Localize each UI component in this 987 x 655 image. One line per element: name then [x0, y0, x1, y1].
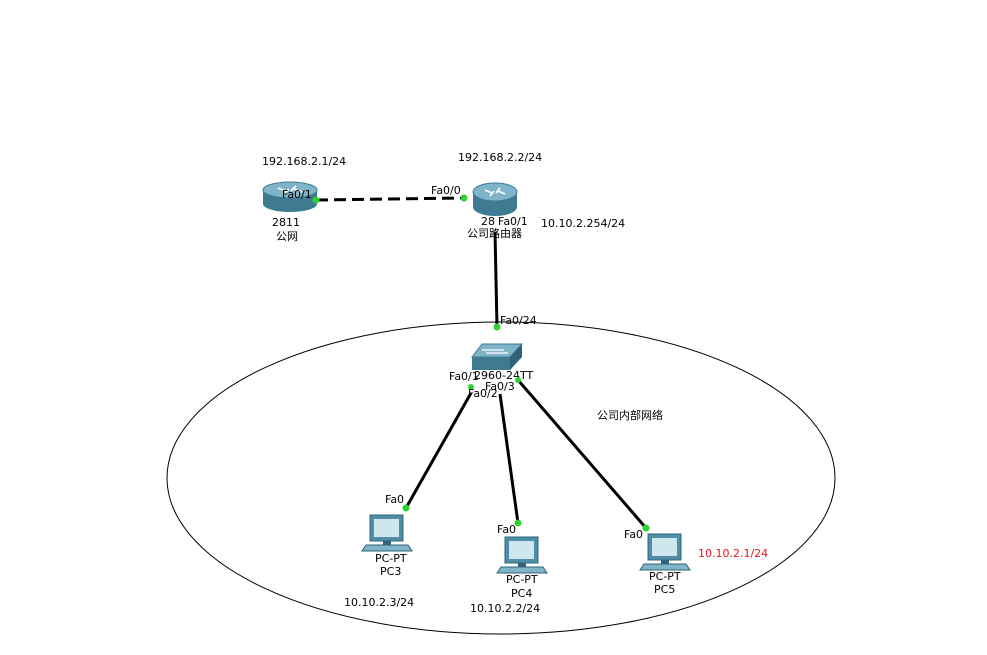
port-label: Fa0 [385, 493, 404, 506]
pc5[interactable]: PC-PT PC5 [639, 533, 691, 596]
port-label: Fa0 [497, 523, 516, 536]
router-company-name: 公司路由器 [467, 226, 522, 240]
port-status-dot [493, 323, 501, 331]
switch-icon [470, 343, 524, 370]
pc4[interactable]: PC-PT PC4 [496, 536, 548, 600]
link-switch-to-pc3[interactable] [404, 392, 473, 509]
pc3-type: PC-PT [375, 552, 407, 565]
pc5-type: PC-PT [649, 570, 681, 583]
pc-icon [361, 514, 413, 552]
router-public[interactable]: 2811 公网 [262, 181, 318, 243]
port-status-dot [402, 504, 410, 512]
ip-label: 10.10.2.254/24 [541, 217, 625, 230]
port-label: Fa0/24 [500, 314, 537, 327]
zone-label: 公司内部网络 [597, 408, 663, 422]
router-icon [262, 181, 318, 212]
link-public-to-company-router[interactable] [315, 196, 465, 202]
link-router-to-switch[interactable] [493, 231, 499, 328]
switch-2960[interactable]: 2960-24TT [470, 343, 533, 382]
router-public-model: 2811 [272, 216, 300, 229]
port-status-dot [468, 384, 474, 390]
port-label: Fa0/2 [468, 387, 498, 400]
pc-icon [496, 536, 548, 574]
port-label: Fa0/1 [282, 188, 312, 201]
port-label: Fa0/1 [449, 370, 479, 383]
port-label: Fa0/1 [498, 215, 528, 228]
port-label: Fa0/0 [431, 184, 461, 197]
port-status-dot [514, 519, 522, 527]
port-status-dot [515, 377, 521, 383]
port-status-dot [312, 196, 320, 204]
port-label: Fa0 [624, 528, 643, 541]
ip-label: 192.168.2.2/24 [458, 151, 542, 164]
port-status-dot [460, 194, 468, 202]
pc5-name: PC5 [654, 583, 675, 596]
ip-label: 10.10.2.2/24 [470, 602, 540, 615]
port-label: Fa0/3 [485, 380, 515, 393]
router-company-model: 28 [481, 215, 495, 228]
pc3[interactable]: PC-PT PC3 [361, 514, 413, 578]
internal-network-zone [166, 321, 836, 635]
router-icon [472, 182, 518, 216]
pc-icon [639, 533, 691, 571]
link-switch-to-pc4[interactable] [498, 393, 520, 524]
link-switch-to-pc5[interactable] [516, 379, 648, 529]
router-public-name: 公网 [276, 230, 298, 243]
pc4-type: PC-PT [506, 573, 538, 586]
ip-label: 10.10.2.1/24 [698, 547, 768, 560]
router-company[interactable]: 28 公司路由器 [467, 182, 522, 240]
ip-label: 192.168.2.1/24 [262, 155, 346, 168]
pc3-name: PC3 [380, 565, 401, 578]
ip-label: 10.10.2.3/24 [344, 596, 414, 609]
pc4-name: PC4 [511, 587, 532, 600]
port-status-dot [642, 524, 650, 532]
